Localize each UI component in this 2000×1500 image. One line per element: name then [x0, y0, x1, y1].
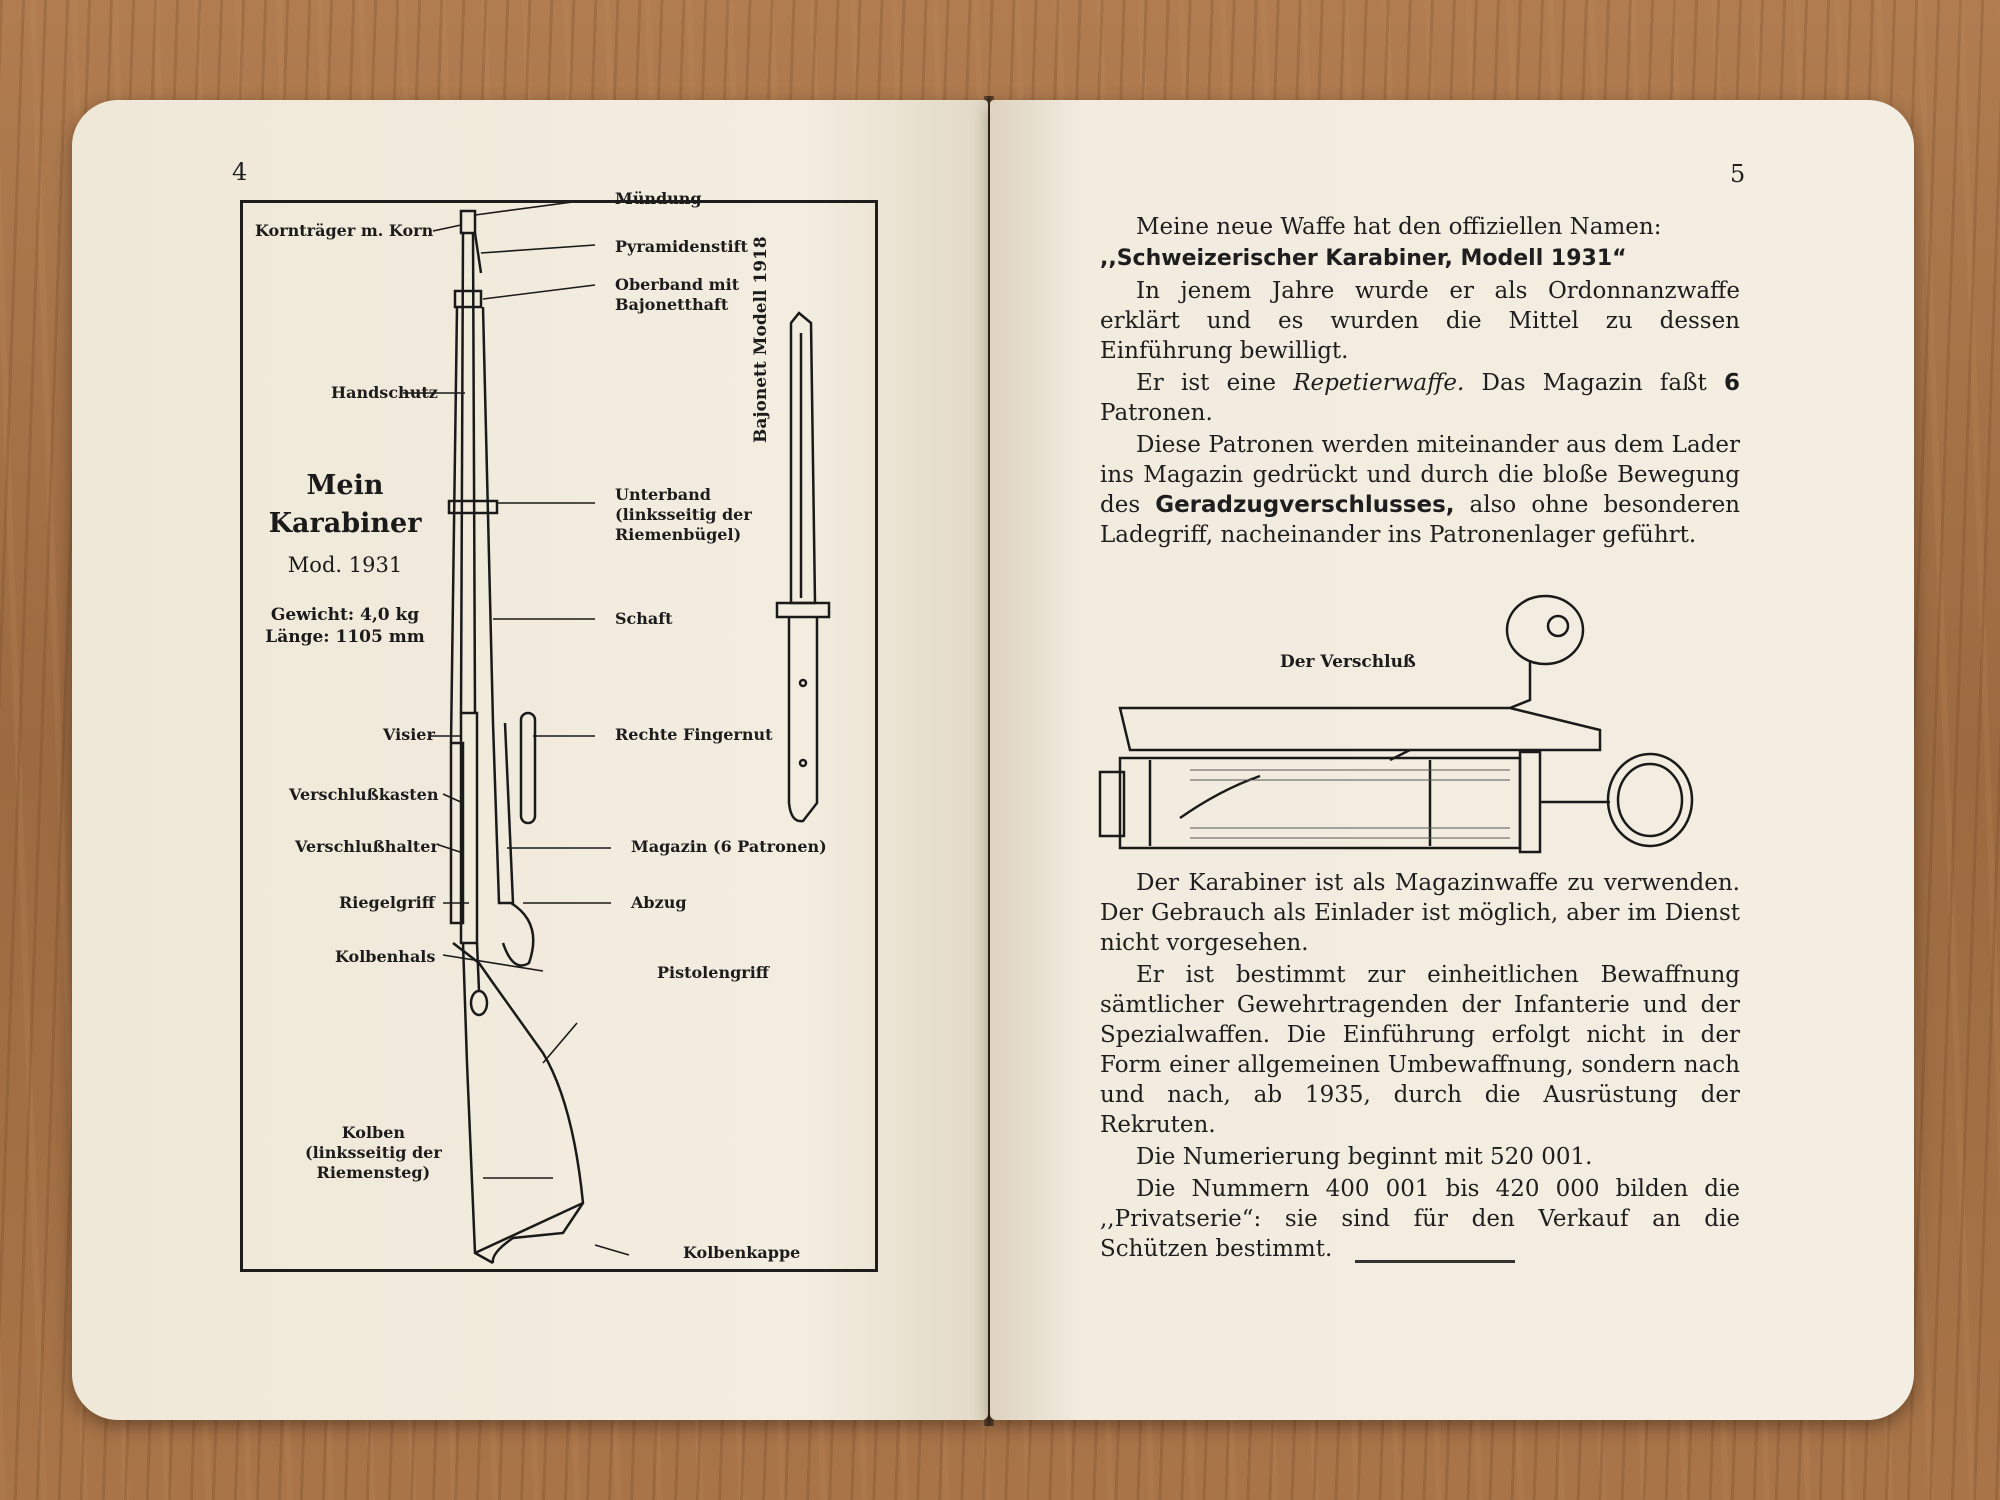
- label-korntraeger: Kornträger m. Korn: [255, 221, 434, 240]
- text-block-bottom: Der Karabiner ist als Magazinwaffe zu ve…: [1100, 868, 1740, 1266]
- book-spine: [984, 96, 994, 1426]
- title-line-1: Mein: [306, 470, 384, 501]
- label-verschlusshalter: Verschlußhalter: [295, 837, 439, 856]
- label-kolbenhals: Kolbenhals: [335, 947, 436, 966]
- text-block-top: Meine neue Waffe hat den offiziellen Nam…: [1100, 212, 1740, 552]
- paragraph-6: Er ist bestimmt zur einheitlichen Bewaff…: [1100, 962, 1740, 1138]
- diagram-frame: Mündung Kornträger m. Korn Pyramidenstif…: [240, 189, 878, 1272]
- paragraph-8: Die Nummern 400 001 bis 420 000 bilden d…: [1100, 1176, 1740, 1262]
- label-fingernut: Rechte Fingernut: [615, 725, 773, 744]
- bolt-diagram: [1098, 594, 1694, 854]
- page-number-right: 5: [1730, 160, 1746, 188]
- label-schaft: Schaft: [615, 609, 673, 628]
- label-oberband: Oberband mit Bajonetthaft: [615, 275, 740, 314]
- left-page: 4: [72, 100, 988, 1420]
- title-line-2: Karabiner: [268, 508, 422, 539]
- paragraph-1: Meine neue Waffe hat den offiziellen Nam…: [1136, 214, 1662, 240]
- paragraph-3: Er ist eine Repetierwaffe. Das Magazin f…: [1100, 370, 1740, 426]
- right-page: 5 Meine neue Waffe hat den offiziellen N…: [990, 100, 1914, 1420]
- label-magazin: Magazin (6 Patronen): [631, 837, 827, 856]
- label-verschlusskasten: Verschlußkasten: [289, 785, 439, 804]
- label-abzug: Abzug: [631, 893, 687, 912]
- bolt-caption: Der Verschluß: [1280, 652, 1416, 672]
- official-name: ,,Schweizerischer Karabiner, Modell 1931…: [1100, 246, 1627, 271]
- end-rule: [1355, 1260, 1515, 1263]
- model-label: Mod. 1931: [287, 553, 403, 577]
- label-bayonet: Bajonett Modell 1918: [751, 236, 771, 443]
- label-muendung: Mündung: [615, 189, 702, 208]
- length-label: Länge: 1105 mm: [265, 627, 425, 647]
- label-handschutz: Handschutz: [331, 383, 438, 402]
- label-unterband: Unterband (linksseitig der Riemenbügel): [615, 485, 752, 544]
- label-pistolengriff: Pistolengriff: [657, 963, 769, 982]
- label-visier: Visier: [383, 725, 435, 744]
- label-kolbenkappe: Kolbenkappe: [683, 1243, 801, 1262]
- label-pyramidenstift: Pyramidenstift: [615, 237, 748, 256]
- label-kolben: Kolben (linksseitig der Riemensteg): [305, 1123, 442, 1182]
- weight-label: Gewicht: 4,0 kg: [270, 605, 420, 625]
- rifle-diagram: [403, 203, 831, 1265]
- page-number-left: 4: [232, 158, 248, 186]
- bayonet-drawing: [775, 311, 831, 823]
- diagram-title-block: Mein Karabiner Mod. 1931 Gewicht: 4,0 kg…: [265, 467, 425, 647]
- paragraph-2: In jenem Jahre wurde er als Ordonnanzwaf…: [1100, 278, 1740, 364]
- paragraph-5: Der Karabiner ist als Magazinwaffe zu ve…: [1100, 870, 1740, 956]
- paragraph-7: Die Numerierung beginnt mit 520 001.: [1136, 1144, 1593, 1170]
- paragraph-4: Diese Patronen werden miteinander aus de…: [1100, 432, 1740, 548]
- label-riegelgriff: Riegelgriff: [339, 893, 435, 912]
